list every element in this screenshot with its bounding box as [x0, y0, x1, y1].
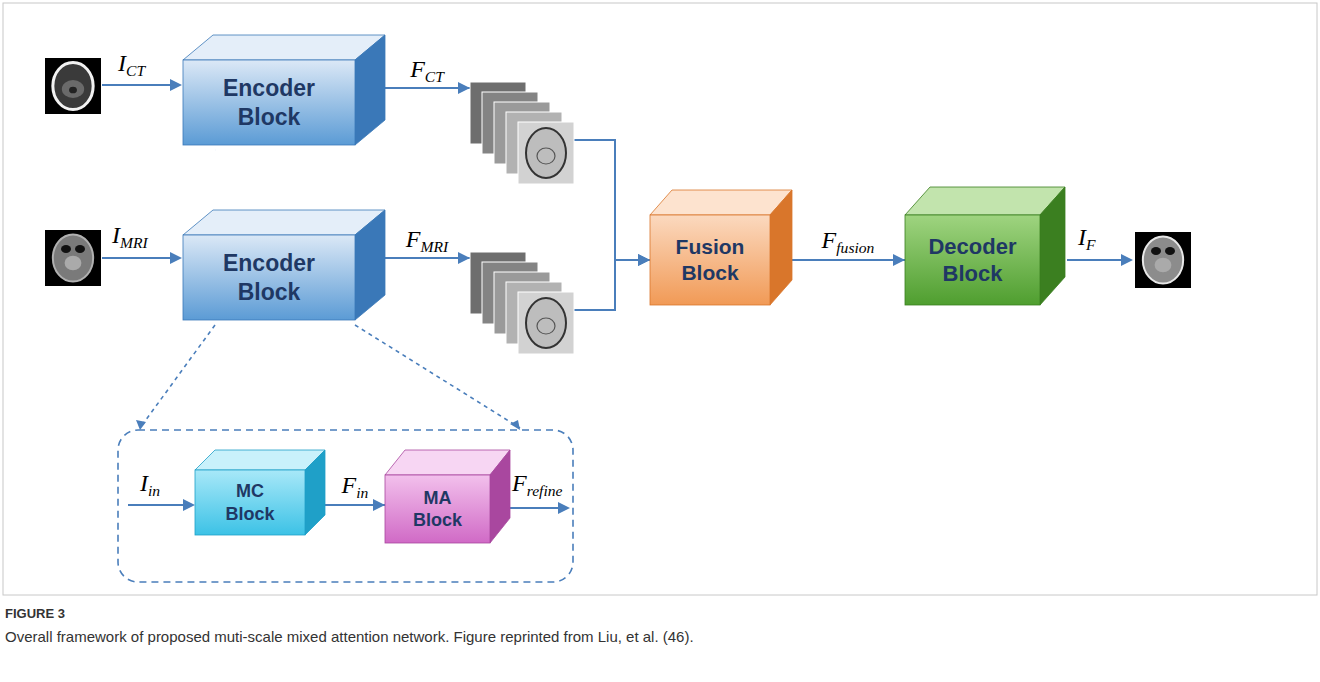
detail-leaders: [140, 150, 520, 428]
block-node: MA Block: [385, 450, 510, 543]
connector-arrow: [792, 259, 905, 261]
block-text-wrap: Encoder Block: [183, 235, 355, 320]
block-label: Encoder Block: [223, 249, 315, 307]
signal-label: Frefine: [512, 470, 562, 498]
signal-label: Fin: [342, 472, 369, 500]
signal-label: ICT: [118, 50, 145, 78]
block-label: Decoder Block: [928, 233, 1016, 288]
block-text-wrap: Encoder Block: [183, 60, 355, 145]
block-text-wrap: MA Block: [385, 475, 490, 543]
signal-label: FMRI: [406, 226, 448, 254]
feature-map-stack: [470, 252, 574, 354]
connector-arrow: [385, 88, 650, 260]
block-label: MA Block: [413, 487, 462, 532]
figure-frame: [3, 3, 1317, 595]
signal-label: Ffusion: [822, 227, 875, 255]
signal-label: Iin: [140, 470, 160, 498]
brain-scan: [45, 58, 101, 114]
block-label: Encoder Block: [223, 74, 315, 132]
brain-scan: [45, 230, 101, 286]
block-text-wrap: Fusion Block: [650, 215, 770, 305]
figure-caption: Overall framework of proposed muti-scale…: [5, 628, 694, 645]
signal-label: IMRI: [112, 222, 148, 250]
detail-leader-ends: [136, 420, 520, 430]
block-node: MC Block: [195, 450, 325, 535]
block-label: MC Block: [225, 480, 274, 525]
connector-arrow: [325, 504, 385, 506]
feature-map-stack: [470, 82, 574, 184]
block-node: Decoder Block: [905, 187, 1065, 305]
block-node: Encoder Block: [183, 35, 385, 145]
signal-label: IF: [1078, 224, 1096, 252]
block-label: Fusion Block: [676, 234, 745, 287]
feature-stacks: [470, 82, 574, 354]
brain-scan: [1135, 232, 1191, 288]
block-node: Encoder Block: [183, 210, 385, 320]
block-text-wrap: MC Block: [195, 470, 305, 535]
signal-label: FCT: [410, 56, 444, 84]
plain-arrows: [102, 85, 1124, 508]
detail-container: [118, 430, 573, 582]
block-node: Fusion Block: [650, 190, 792, 305]
figure-number: FIGURE 3: [5, 606, 65, 621]
block-text-wrap: Decoder Block: [905, 215, 1040, 305]
